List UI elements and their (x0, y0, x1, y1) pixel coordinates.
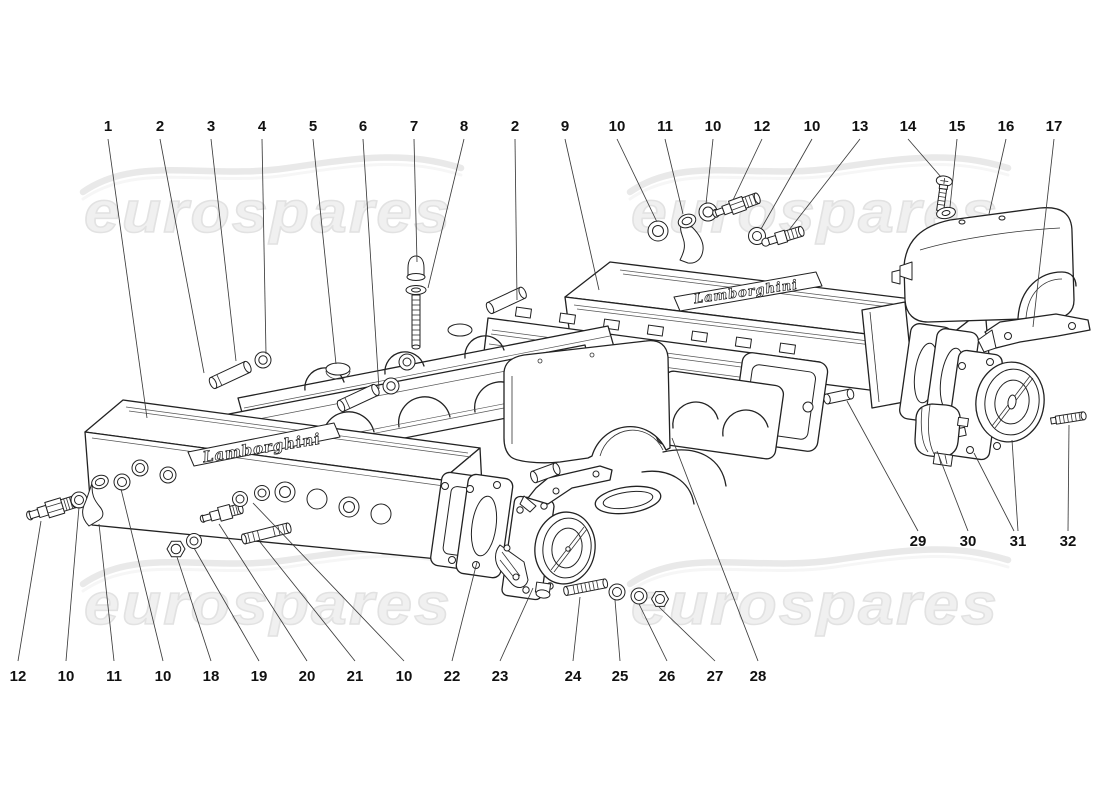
nut (166, 540, 186, 558)
callout-labels-right: 29 30 31 32 (910, 533, 1077, 550)
cap-plug (325, 362, 351, 380)
script-plate (673, 271, 823, 312)
callout-label: 10 (58, 668, 75, 685)
leader-lines (17, 138, 1070, 662)
callout-label: 22 (444, 668, 461, 685)
watermark: eurospares (626, 154, 1012, 246)
watermark: eurospares (79, 154, 465, 246)
watermark-text: eurospares (84, 180, 452, 245)
stud-dowel (485, 286, 527, 315)
callout-label: 10 (155, 668, 172, 685)
stub-cylinder (530, 462, 561, 484)
stud (563, 578, 609, 596)
callout-label: 28 (750, 668, 767, 685)
support-bracket-center (519, 465, 613, 513)
elbow-pipe (82, 474, 109, 527)
callout-label: 25 (612, 668, 629, 685)
washer (748, 227, 766, 245)
elbow-pipe (677, 213, 704, 264)
callout-label: 26 (659, 668, 676, 685)
callout-label: 10 (609, 118, 626, 135)
callout-label: 11 (106, 668, 122, 685)
seal-ring (382, 377, 400, 395)
callout-label: 12 (754, 118, 771, 135)
watermark-text: eurospares (631, 572, 999, 637)
watermark-text: eurospares (631, 180, 999, 245)
cover-washer (936, 206, 956, 220)
callout-label: 7 (410, 118, 418, 135)
acorn-nut-and-screw (405, 255, 427, 350)
callout-label: 27 (707, 668, 724, 685)
support-bracket-right (977, 313, 1091, 353)
heat-shield (503, 340, 671, 464)
callout-label: 5 (309, 118, 317, 135)
callout-label: 4 (258, 118, 267, 135)
callout-label: 20 (299, 668, 316, 685)
stud (241, 522, 292, 545)
callout-label: 11 (657, 118, 673, 135)
washer (186, 533, 202, 549)
screw (1050, 411, 1087, 425)
callout-label: 2 (511, 118, 519, 135)
callout-label: 29 (910, 533, 927, 550)
watermark-text: eurospares (84, 572, 452, 637)
plug-stub (823, 388, 855, 405)
callout-label: 31 (1010, 533, 1027, 550)
union-fitting (761, 225, 805, 247)
throttle-cover (891, 207, 1077, 323)
cover-screw (935, 175, 953, 212)
union-fitting (199, 503, 244, 523)
union-fitting (26, 495, 78, 521)
seal-ring (254, 351, 272, 369)
callout-labels-top: 1 2 3 4 5 6 7 8 2 9 10 11 10 12 10 13 14… (104, 118, 1063, 135)
callout-label: 9 (561, 118, 569, 135)
callout-label: 10 (804, 118, 821, 135)
callout-label: 13 (852, 118, 869, 135)
callout-label: 10 (396, 668, 413, 685)
watermark: eurospares (79, 546, 465, 638)
callout-label: 8 (460, 118, 468, 135)
callout-labels-bottom: 12 10 11 10 18 19 20 21 10 22 23 24 25 2… (10, 668, 767, 685)
callout-label: 17 (1046, 118, 1063, 135)
callout-label: 16 (998, 118, 1015, 135)
callout-label: 3 (207, 118, 215, 135)
watermark: eurospares (626, 546, 1012, 638)
throttle-body-center (495, 495, 596, 601)
washer (232, 491, 248, 507)
callout-label: 21 (347, 668, 364, 685)
callout-label: 30 (960, 533, 977, 550)
washer (647, 220, 669, 242)
callout-label: 32 (1060, 533, 1077, 550)
washer (630, 587, 648, 605)
script-plate (187, 422, 341, 467)
callout-label: 12 (10, 668, 27, 685)
washer (698, 202, 718, 222)
callout-label: 2 (156, 118, 164, 135)
callout-label: 18 (203, 668, 220, 685)
callout-label: 15 (949, 118, 966, 135)
callout-label: 10 (705, 118, 722, 135)
union-fitting (712, 192, 761, 218)
callout-label: 19 (251, 668, 268, 685)
washer (608, 583, 626, 601)
callout-label: 1 (104, 118, 112, 135)
callout-label: 24 (565, 668, 582, 685)
callout-label: 6 (359, 118, 367, 135)
stud-dowel (208, 360, 252, 390)
stud-dowel (336, 383, 380, 413)
washer (254, 485, 270, 501)
nut (651, 591, 669, 607)
washer (113, 473, 131, 491)
callout-label: 14 (900, 118, 917, 135)
callout-label: 23 (492, 668, 509, 685)
